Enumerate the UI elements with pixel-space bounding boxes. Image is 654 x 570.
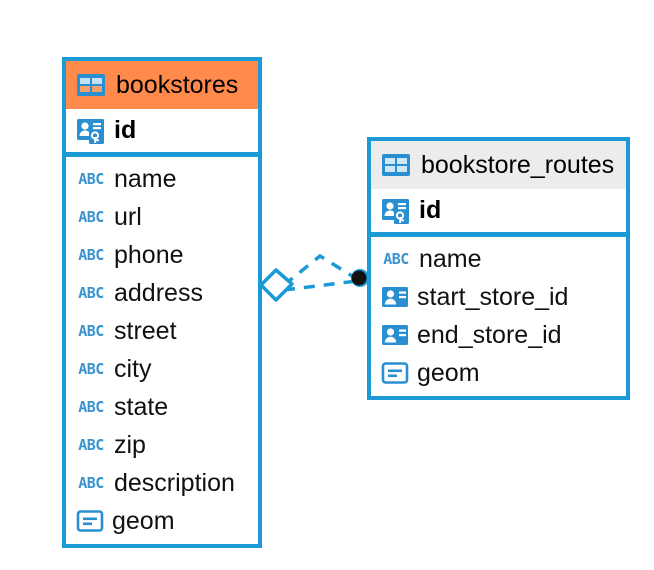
relationship-line-lower <box>283 279 358 292</box>
field-row-name[interactable]: ABC name <box>66 160 258 198</box>
entity-header-bookstores: bookstores <box>66 61 258 109</box>
field-label: street <box>114 316 177 345</box>
field-label: address <box>114 278 203 307</box>
primary-key-icon <box>76 117 106 145</box>
primary-key-label: id <box>419 196 442 224</box>
field-row-description[interactable]: ABC description <box>66 464 258 502</box>
entity-name-label: bookstores <box>116 70 239 99</box>
abc-icon-label: ABC <box>78 169 104 188</box>
abc-icon-label: ABC <box>78 283 104 302</box>
geometry-icon <box>76 509 104 533</box>
primary-key-label: id <box>114 116 137 144</box>
primary-key-row[interactable]: id <box>66 109 258 157</box>
field-label: geom <box>417 358 480 387</box>
field-row-geom[interactable]: geom <box>66 502 258 540</box>
abc-icon-label: ABC <box>78 321 104 340</box>
field-label: state <box>114 392 169 421</box>
entity-name-label: bookstore_routes <box>421 150 615 179</box>
foreign-key-icon <box>381 286 409 308</box>
field-row-start-store-id[interactable]: start_store_id <box>371 278 626 316</box>
abc-icon-label: ABC <box>78 207 104 226</box>
field-label: name <box>419 244 482 273</box>
field-label: url <box>114 202 142 231</box>
field-label: phone <box>114 240 184 269</box>
field-row-phone[interactable]: ABC phone <box>66 236 258 274</box>
field-label: end_store_id <box>417 320 562 349</box>
table-icon <box>76 73 106 97</box>
relationship-diamond-marker <box>259 268 294 302</box>
abc-icon: ABC <box>76 245 106 265</box>
field-row-name[interactable]: ABC name <box>371 240 626 278</box>
field-row-url[interactable]: ABC url <box>66 198 258 236</box>
abc-icon-label: ABC <box>78 435 104 454</box>
entity-table-bookstores[interactable]: bookstores id <box>62 57 262 548</box>
geometry-icon <box>381 361 409 385</box>
field-label: city <box>114 354 152 383</box>
abc-icon: ABC <box>76 397 106 417</box>
entity-table-bookstore-routes[interactable]: bookstore_routes id <box>367 137 630 400</box>
field-row-address[interactable]: ABC address <box>66 274 258 312</box>
field-row-end-store-id[interactable]: end_store_id <box>371 316 626 354</box>
abc-icon: ABC <box>76 321 106 341</box>
field-label: description <box>114 468 235 497</box>
field-row-geom[interactable]: geom <box>371 354 626 392</box>
abc-icon-label: ABC <box>78 473 104 492</box>
abc-icon: ABC <box>76 169 106 189</box>
abc-icon: ABC <box>76 207 106 227</box>
abc-icon: ABC <box>76 283 106 303</box>
abc-icon-label: ABC <box>78 397 104 416</box>
field-label: name <box>114 164 177 193</box>
entity-header-bookstore-routes: bookstore_routes <box>371 141 626 189</box>
abc-icon-label: ABC <box>78 359 104 378</box>
field-list-bookstore-routes: ABC name start_store_id <box>371 237 626 396</box>
field-list-bookstores: ABC name ABC url ABC phone ABC <box>66 157 258 544</box>
abc-icon: ABC <box>76 473 106 493</box>
field-row-state[interactable]: ABC state <box>66 388 258 426</box>
abc-icon-label: ABC <box>383 249 409 268</box>
abc-icon: ABC <box>381 249 411 269</box>
relationship-line-upper <box>282 253 358 287</box>
abc-icon: ABC <box>76 359 106 379</box>
primary-key-icon <box>381 197 411 225</box>
field-label: geom <box>112 506 175 535</box>
field-row-street[interactable]: ABC street <box>66 312 258 350</box>
abc-icon-label: ABC <box>78 245 104 264</box>
field-label: zip <box>114 430 146 459</box>
field-row-zip[interactable]: ABC zip <box>66 426 258 464</box>
abc-icon: ABC <box>76 435 106 455</box>
foreign-key-icon <box>381 324 409 346</box>
table-icon <box>381 153 411 177</box>
field-label: start_store_id <box>417 282 569 311</box>
primary-key-row[interactable]: id <box>371 189 626 237</box>
field-row-city[interactable]: ABC city <box>66 350 258 388</box>
